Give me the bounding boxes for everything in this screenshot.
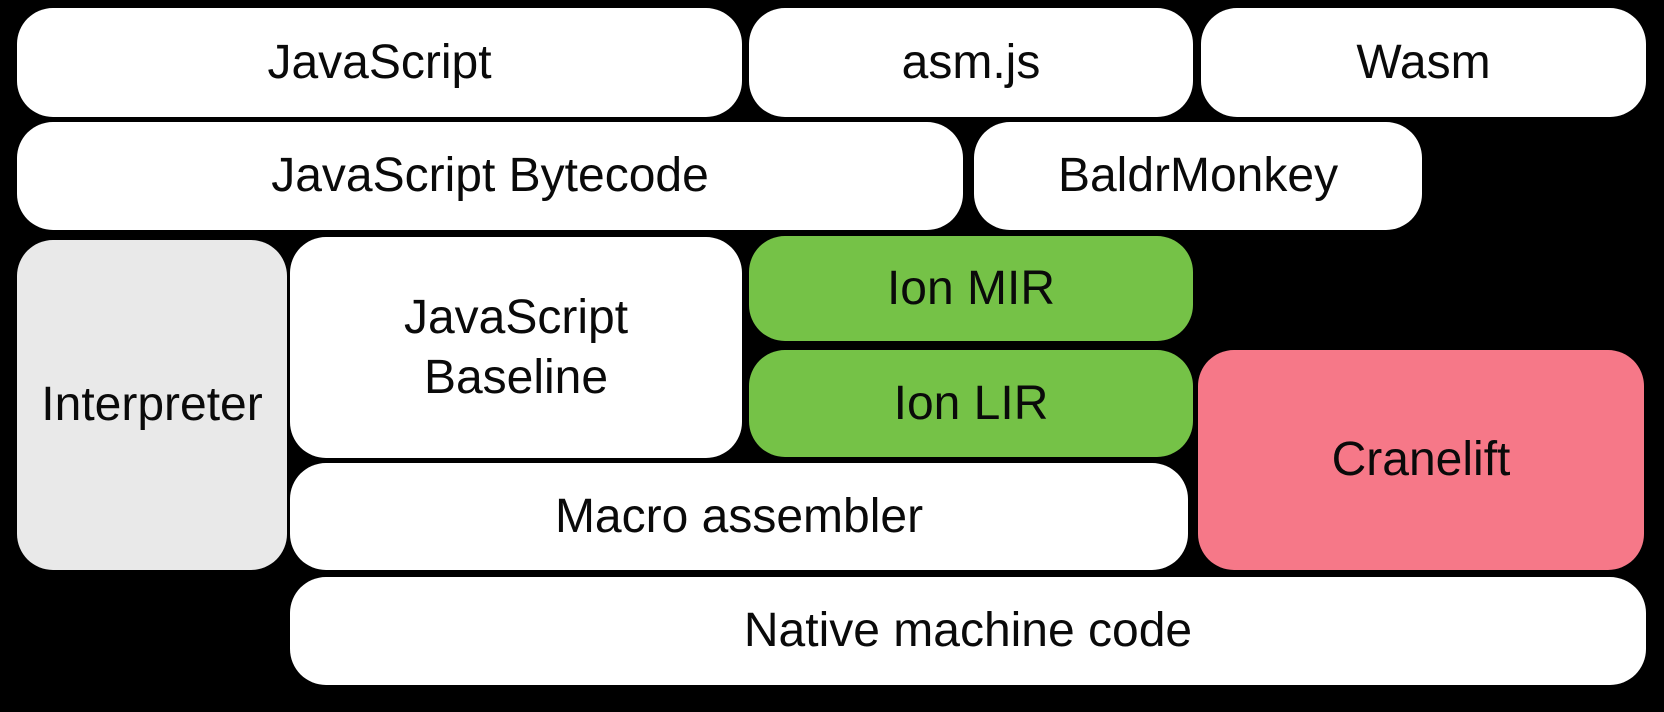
node-native-machine-code: Native machine code xyxy=(290,577,1646,685)
node-javascript-bytecode: JavaScript Bytecode xyxy=(17,122,963,230)
node-wasm: Wasm xyxy=(1201,8,1646,117)
node-javascript: JavaScript xyxy=(17,8,742,117)
node-interpreter: Interpreter xyxy=(17,240,287,570)
node-label: JavaScript Bytecode xyxy=(271,149,709,202)
node-label: Wasm xyxy=(1356,35,1491,89)
node-baldrmonkey: BaldrMonkey xyxy=(974,122,1422,230)
node-label: Interpreter xyxy=(41,378,263,431)
node-label: asm.js xyxy=(901,35,1041,89)
node-label: JavaScript xyxy=(267,35,492,89)
node-label: Cranelift xyxy=(1331,433,1511,486)
node-javascript-baseline: JavaScript Baseline xyxy=(290,237,742,458)
node-label: JavaScript Baseline xyxy=(403,290,629,404)
node-label: Native machine code xyxy=(743,604,1193,657)
node-ion-lir: Ion LIR xyxy=(749,350,1193,457)
node-label: Macro assembler xyxy=(554,489,924,543)
node-cranelift: Cranelift xyxy=(1198,350,1644,570)
node-asmjs: asm.js xyxy=(749,8,1193,117)
node-label: BaldrMonkey xyxy=(1057,149,1339,202)
node-label: Ion MIR xyxy=(886,261,1056,315)
node-macro-assembler: Macro assembler xyxy=(290,463,1188,570)
node-ion-mir: Ion MIR xyxy=(749,236,1193,341)
node-label: Ion LIR xyxy=(893,376,1049,430)
